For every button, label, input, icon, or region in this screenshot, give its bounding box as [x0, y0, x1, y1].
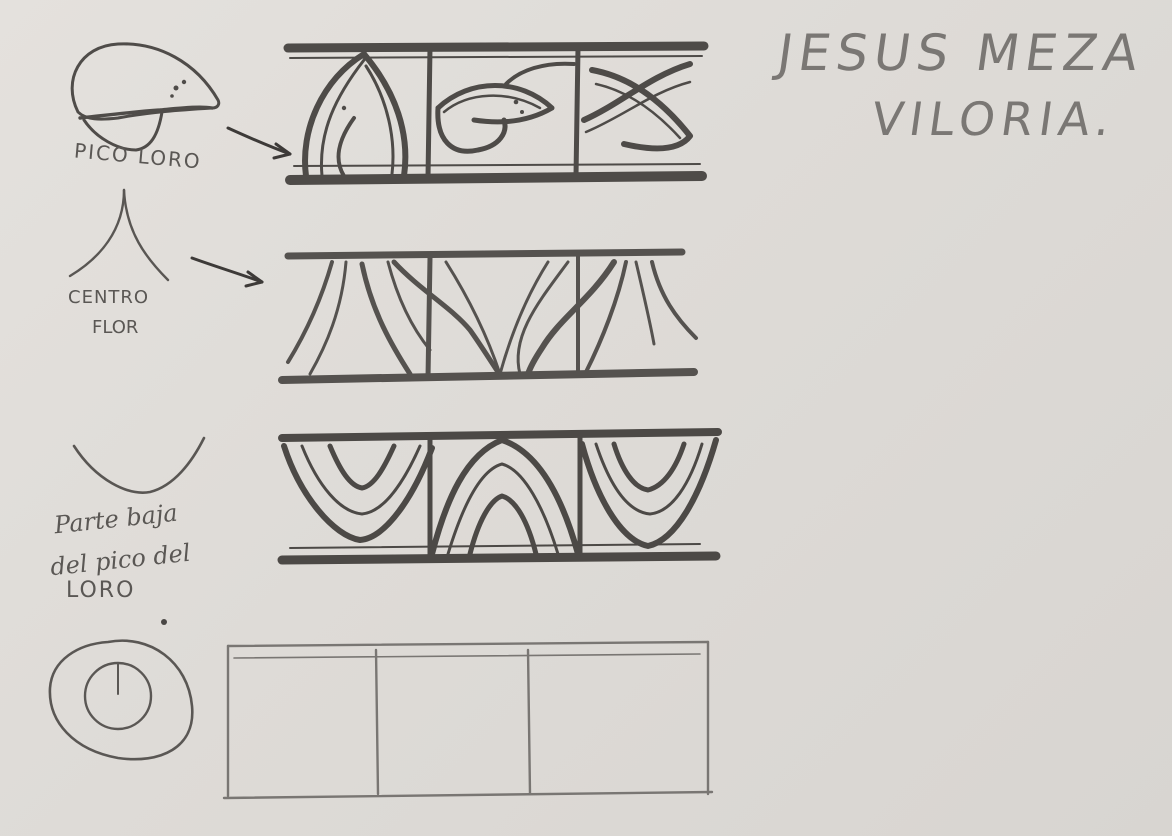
pencil-dot [161, 619, 167, 625]
parrot-beak-sketch [72, 44, 219, 150]
arrow-to-band-2 [192, 258, 262, 286]
label-centro-flor-line2: FLOR [92, 319, 138, 337]
lower-beak-curve-sketch [74, 438, 204, 493]
author-surname: VILORIA. [869, 96, 1120, 142]
arrow-to-band-1 [228, 128, 290, 158]
author-name: JESUS MEZA [774, 28, 1147, 78]
border-band-4-empty [224, 642, 712, 798]
border-band-1 [288, 46, 704, 180]
label-parte-baja-line3: LORO [66, 580, 135, 602]
border-band-3 [282, 432, 718, 560]
border-band-2 [282, 252, 696, 380]
flower-center-sketch [70, 190, 168, 280]
label-centro-flor-line1: CENTRO [68, 289, 149, 307]
oval-circle-sketch [50, 641, 192, 760]
